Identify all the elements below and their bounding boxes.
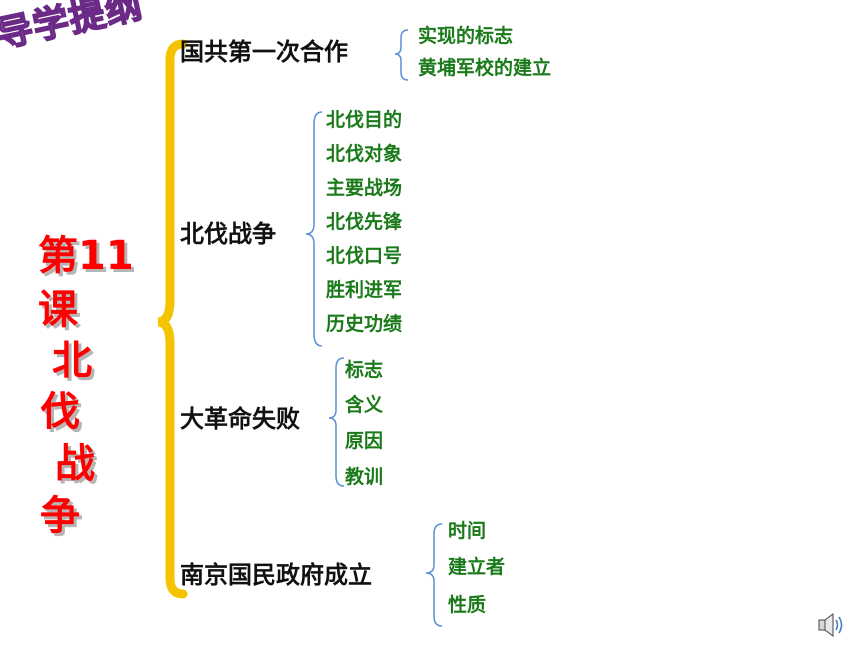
sub-item: 实现的标志: [418, 25, 514, 47]
main-bracket: [157, 39, 188, 599]
sub-item: 原因: [345, 430, 384, 452]
sub-item: 时间: [448, 520, 487, 542]
sub-item: 北伐对象: [326, 143, 403, 165]
topic-label: 北伐战争: [180, 220, 276, 248]
lesson-title-line: 争: [40, 493, 80, 539]
sub-item: 含义: [345, 394, 384, 416]
speaker-icon[interactable]: [816, 611, 846, 639]
sub-bracket-1: [394, 29, 409, 81]
sub-item: 北伐目的: [326, 109, 403, 131]
lesson-title-line: 战: [55, 441, 95, 487]
topic-label: 国共第一次合作: [180, 38, 348, 66]
sub-item: 北伐先锋: [326, 211, 403, 233]
sub-item: 性质: [448, 594, 487, 616]
sub-item: 主要战场: [326, 177, 403, 199]
lesson-title-line: 伐: [40, 389, 80, 435]
sub-item: 标志: [345, 359, 384, 381]
sub-item: 黄埔军校的建立: [418, 57, 552, 79]
sub-bracket-2: [305, 111, 323, 347]
sub-item: 历史功绩: [326, 313, 403, 335]
sub-item: 建立者: [448, 556, 506, 578]
sub-item: 教训: [345, 466, 384, 488]
sub-bracket-4: [425, 523, 443, 627]
sub-bracket-3: [328, 357, 345, 487]
topic-label: 南京国民政府成立: [180, 561, 372, 589]
topic-label: 大革命失败: [180, 405, 300, 433]
lesson-title-line: 课: [38, 287, 78, 333]
lesson-title-line: 第11: [38, 233, 134, 279]
lesson-title-line: 北: [52, 338, 92, 384]
sub-item: 胜利进军: [326, 279, 403, 301]
sub-item: 北伐口号: [326, 245, 403, 267]
